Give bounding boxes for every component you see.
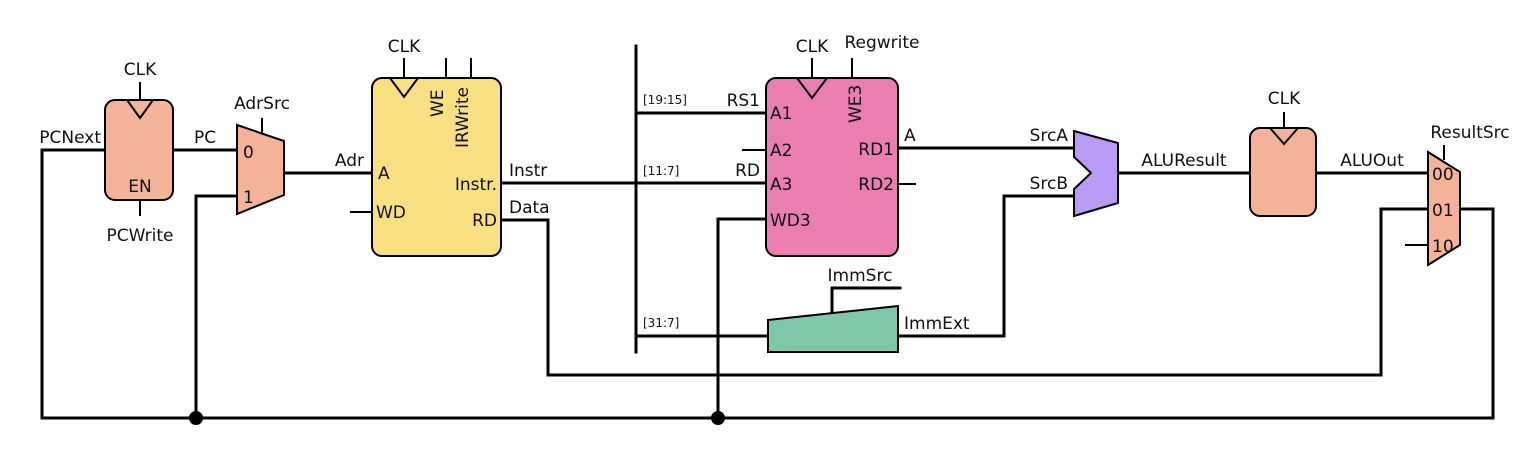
adr-mux-body: [236, 123, 285, 216]
adr-mux: AdrSrc 0 1 Adr: [234, 94, 364, 216]
wires: [40, 44, 1495, 420]
adr-mux-in0-label: 0: [243, 143, 254, 163]
aluresult-label: ALUResult: [1141, 151, 1227, 171]
data-label: Data: [509, 198, 550, 218]
memory-body: [371, 77, 502, 257]
a2-port: A2: [770, 141, 792, 161]
result-to-wd3-wire: [716, 217, 768, 420]
pc-clk-label: CLK: [124, 60, 157, 80]
register-file: CLK Regwrite WE3 A1 A2 A3 WD3 RD1 RD2 RS…: [727, 33, 920, 257]
regfile-clk-label: CLK: [796, 37, 829, 57]
rd1-port: RD1: [858, 140, 894, 160]
result-bus-wire: [40, 148, 1495, 420]
immext-wire: [896, 194, 1076, 338]
rd-label: RD: [735, 161, 760, 181]
bus-field-31-7: [31:7]: [643, 316, 679, 330]
memory: CLK WE IRWrite A WD Instr. RD Instr Data: [350, 37, 550, 257]
aluout-register: CLK ALUOut: [1249, 89, 1404, 217]
adr-mux-in1-label: 1: [243, 188, 254, 208]
pc-label: PC: [194, 128, 216, 148]
we3-label: WE3: [846, 85, 866, 123]
memory-wd-port: WD: [376, 203, 406, 223]
resultsrc-label: ResultSrc: [1430, 123, 1509, 143]
adr-label: Adr: [335, 151, 364, 171]
wd3-port: WD3: [770, 211, 811, 231]
result-mux-body: [1427, 150, 1461, 267]
register-file-body: [765, 77, 899, 257]
result-to-adr-mux-wire: [194, 194, 239, 420]
pc-register: CLK EN PCWrite PCNext PC: [39, 60, 216, 246]
rd2-port: RD2: [858, 175, 894, 195]
pcwrite-label: PCWrite: [106, 226, 173, 246]
memory-we-label: WE: [428, 89, 448, 117]
result-mux: ResultSrc 00 01 10: [1405, 123, 1510, 267]
memory-clk-label: CLK: [388, 37, 421, 57]
immsrc-wire: [830, 286, 902, 315]
immext-label: ImmExt: [904, 314, 970, 334]
aluout-clk-label: CLK: [1268, 89, 1301, 109]
result-mux-in1-label: 01: [1432, 201, 1454, 221]
extend-unit: ImmSrc ImmExt: [767, 266, 970, 353]
regwrite-label: Regwrite: [844, 33, 919, 53]
instr-label: Instr: [509, 161, 547, 181]
pc-en-label: EN: [128, 177, 151, 197]
memory-rd-port: RD: [472, 211, 497, 231]
result-mux-in2-label: 10: [1432, 237, 1454, 257]
a1-port: A1: [770, 104, 792, 124]
memory-a-port: A: [378, 164, 390, 184]
data-wire: [499, 207, 1430, 377]
aluout-register-body: [1249, 127, 1317, 217]
srca-label: SrcA: [1030, 126, 1069, 146]
junction-dot: [189, 411, 203, 425]
bus-field-11-7: [11:7]: [643, 164, 679, 178]
immsrc-label: ImmSrc: [828, 266, 893, 286]
a3-port: A3: [770, 175, 792, 195]
aluout-label: ALUOut: [1340, 151, 1404, 171]
regfile-a-out-label: A: [904, 126, 916, 146]
irwrite-label: IRWrite: [453, 87, 473, 148]
srcb-label: SrcB: [1030, 174, 1068, 194]
alu: SrcA SrcB ALUResult: [1030, 126, 1227, 218]
result-mux-in0-label: 00: [1432, 165, 1454, 185]
junction-dot: [711, 411, 725, 425]
memory-instr-port: Instr.: [455, 175, 497, 195]
rs1-label: RS1: [727, 91, 760, 111]
extend-unit-body: [767, 304, 899, 353]
pcnext-label: PCNext: [39, 128, 101, 148]
adrsrc-label: AdrSrc: [234, 94, 290, 114]
alu-body: [1073, 129, 1119, 218]
bus-field-19-15: [19:15]: [643, 93, 687, 107]
